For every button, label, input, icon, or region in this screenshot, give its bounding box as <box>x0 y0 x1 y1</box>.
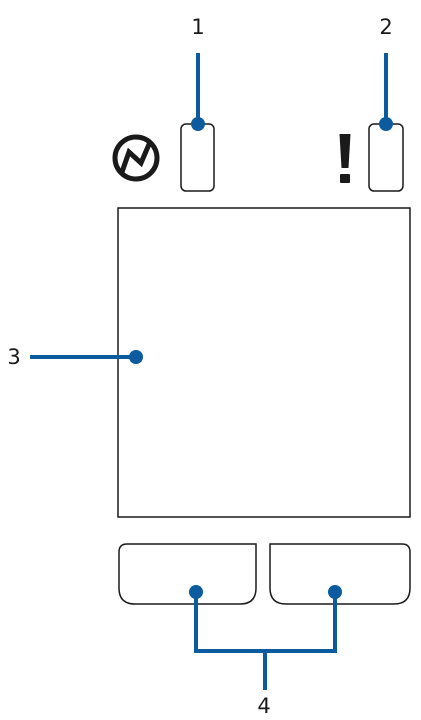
power-indicator-lamp <box>180 123 215 192</box>
power-icon <box>112 134 160 182</box>
leader-dot-2 <box>379 117 393 131</box>
callout-2: 2 <box>379 15 392 39</box>
leader-dot-4b <box>328 585 342 599</box>
error-indicator-lamp <box>368 123 404 192</box>
leader-line-4 <box>194 592 337 690</box>
leader-dot-3 <box>129 350 143 364</box>
callout-3: 3 <box>7 345 20 369</box>
exclamation-icon <box>339 134 351 183</box>
leader-dots <box>129 117 393 599</box>
leader-dot-4a <box>189 585 203 599</box>
left-button <box>118 543 257 605</box>
leader-dot-1 <box>191 117 205 131</box>
callout-4: 4 <box>257 694 270 718</box>
leader-lines <box>30 53 388 690</box>
display-screen <box>117 207 411 518</box>
callout-1: 1 <box>191 15 204 39</box>
right-button <box>269 543 411 605</box>
